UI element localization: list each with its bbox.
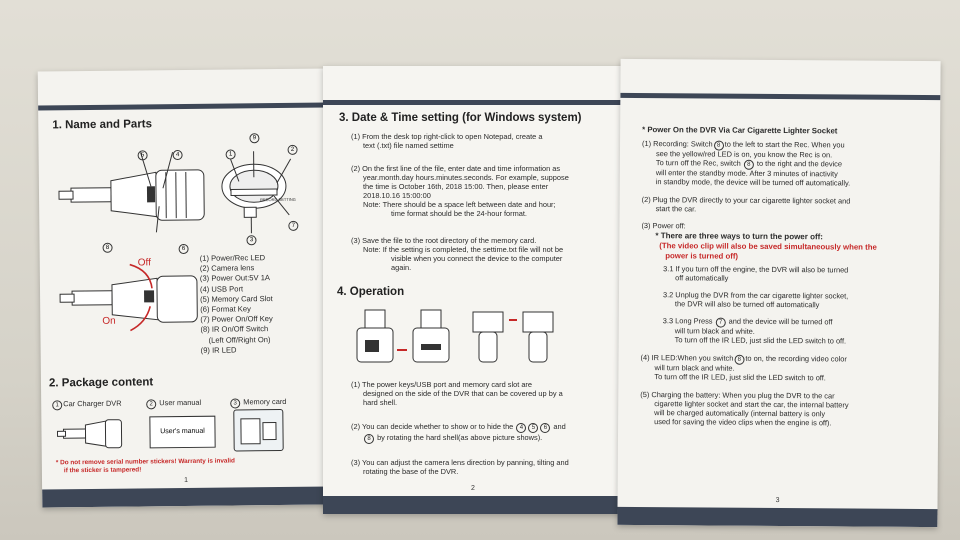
device-face-label: RECORD SETTING — [260, 196, 296, 203]
parts-list-item: (8) IR On/Off Switch — [200, 324, 269, 335]
page-header-bar — [38, 102, 327, 111]
step2-note: Note: There should be a space left betwe… — [363, 200, 556, 209]
package-item-memory-card: 3 Memory card — [229, 397, 286, 409]
off-label: Off — [137, 257, 151, 269]
sd-card-icon — [240, 418, 261, 445]
step3-line: (3) Save the file to the root directory … — [351, 236, 537, 245]
callout-5: 5 — [137, 150, 148, 161]
charging-line: used for saving the video clips when the… — [654, 417, 832, 428]
section-title-date-time: 3. Date & Time setting (for Windows syst… — [339, 112, 582, 124]
manual-page-2: 3. Date & Time setting (for Windows syst… — [323, 66, 623, 514]
op2-line: 8 by rotating the hard shell(as above pi… — [363, 433, 542, 444]
power-on-title: * Power On the DVR Via Car Cigarette Lig… — [642, 125, 838, 136]
ir-led-line: To turn off the IR LED, just slid the LE… — [654, 372, 826, 383]
parts-list-item: (9) IR LED — [200, 345, 237, 355]
power-off-item: To turn off the IR LED, just slid the LE… — [674, 335, 847, 346]
ir-switch-diagram — [59, 263, 198, 332]
parts-list-item: (5) Memory Card Slot — [200, 293, 273, 304]
power-off-item: the DVR will also be turned off automati… — [674, 299, 820, 310]
step2-line: year.month.day hours.minutes.seconds. Fo… — [363, 173, 569, 182]
device-front-diagram — [221, 151, 292, 234]
op1-line: hard shell. — [363, 398, 398, 407]
power-off-note: power is turned off) — [665, 251, 739, 261]
section-title-package-content: 2. Package content — [48, 376, 154, 390]
page-number: 1 — [184, 476, 189, 485]
page-number: 2 — [471, 485, 475, 492]
on-label: On — [102, 315, 116, 327]
parts-list-item: (1) Power/Rec LED — [199, 253, 266, 263]
micro-sd-card-icon — [262, 422, 277, 441]
callout-1: 1 — [225, 149, 236, 160]
callout-8: 8 — [102, 242, 113, 253]
op1-line: designed on the side of the DVR that can… — [363, 389, 563, 398]
page-header-bar — [323, 100, 623, 105]
operation-diagram-right — [472, 311, 554, 363]
package-item-user-manual: 2 User manual — [145, 398, 201, 410]
parts-list-item: (7) Power On/Off Key — [200, 314, 273, 325]
callout-4: 4 — [172, 150, 183, 161]
page-footer-bar — [323, 496, 623, 514]
op1-line: (1) The power keys/USB port and memory c… — [351, 380, 533, 389]
op2-line: (2) You can decide whether to show or to… — [351, 422, 566, 433]
step2-line: (2) On the first line of the file, enter… — [351, 164, 561, 173]
manual-page-3: * Power On the DVR Via Car Cigarette Lig… — [617, 58, 941, 528]
step3-note: Note: If the setting is completed, the s… — [363, 245, 564, 254]
callout-2: 2 — [287, 144, 298, 155]
manual-page-1: 1. Name and Parts RECORD SETTING 5 4 9 1… — [37, 68, 331, 508]
memory-card-illustration — [233, 408, 284, 452]
section-title-operation: 4. Operation — [337, 286, 405, 298]
callout-7: 7 — [288, 220, 299, 231]
step2-note: time format should be the 24-hour format… — [391, 209, 527, 218]
power-off-line: (3) Power off: — [641, 221, 686, 231]
power-off-item: off automatically — [675, 273, 729, 283]
user-manual-illustration: User's manual — [149, 415, 216, 449]
rec-line: in standby mode, the device will be turn… — [655, 177, 851, 188]
callout-9: 9 — [249, 133, 260, 144]
car-charger-illustration — [56, 419, 123, 449]
parts-list-item: (Left Off/Right On) — [208, 334, 271, 345]
operation-diagram-left — [356, 309, 450, 363]
op3-line: (3) You can adjust the camera lens direc… — [351, 458, 569, 467]
parts-list-item: (6) Format Key — [200, 304, 251, 314]
step2-line: the time is October 16th, 2018 15:00. Th… — [363, 182, 549, 191]
step1-line: text (.txt) file named settime — [363, 141, 454, 150]
section-title-name-and-parts: 1. Name and Parts — [52, 118, 153, 132]
callout-6: 6 — [178, 243, 189, 255]
step1-line: (1) From the desk top right-click to ope… — [351, 132, 543, 141]
op3-line: rotating the base of the DVR. — [363, 467, 459, 476]
page-number: 3 — [775, 496, 780, 505]
page-footer-bar — [42, 486, 331, 508]
parts-list-item: (3) Power Out:5V 1A — [199, 273, 271, 284]
parts-list: (1) Power/Rec LED (2) Camera lens (3) Po… — [200, 253, 274, 356]
device-side-diagram — [58, 151, 205, 233]
warning-line-2: if the sticker is tampered! — [63, 466, 142, 475]
step3-note: again. — [391, 263, 412, 272]
page-footer-bar — [617, 506, 938, 528]
power-off-heading: * There are three ways to turn the power… — [655, 231, 824, 242]
step3-note: visible when you connect the device to t… — [391, 254, 563, 263]
plug-line: start the car. — [655, 204, 697, 214]
warning-line-1: * Do not remove serial number stickers! … — [55, 457, 235, 467]
step2-line: 2018.10.16 15:00:00 — [363, 191, 431, 200]
page-header-bar — [620, 92, 941, 101]
callout-3: 3 — [246, 235, 257, 246]
